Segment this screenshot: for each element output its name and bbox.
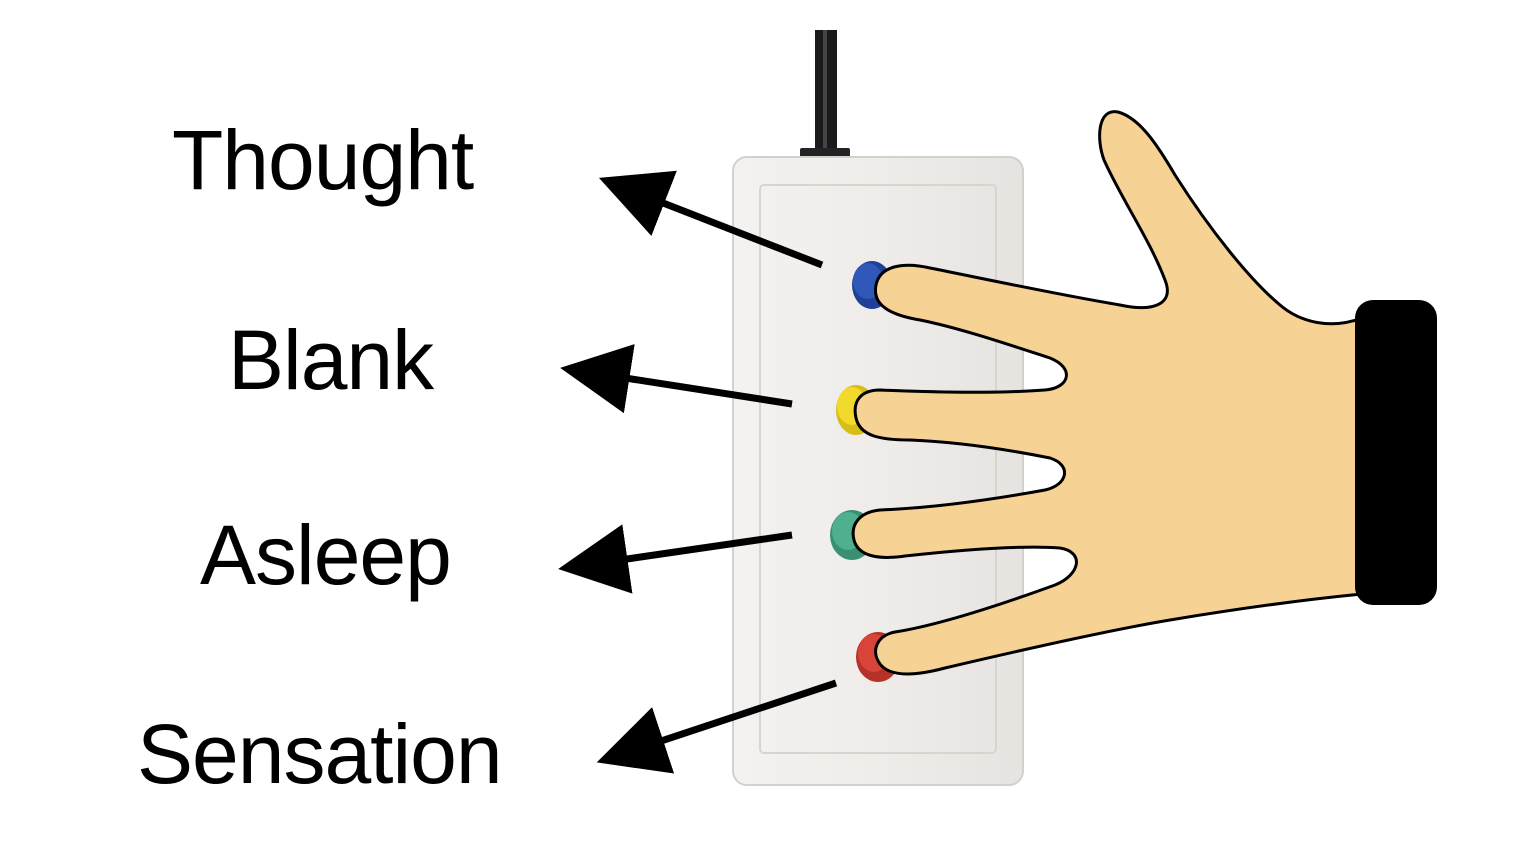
label-thought: Thought <box>172 113 474 207</box>
label-sensation: Sensation <box>137 707 503 801</box>
arrows <box>558 170 838 774</box>
hand-illustration <box>851 110 1364 676</box>
response-box-device <box>732 156 1024 786</box>
arrow-asleep <box>558 524 793 594</box>
arrow-sensation <box>596 679 838 774</box>
label-blank: Blank <box>228 313 434 407</box>
label-asleep: Asleep <box>200 508 452 602</box>
arrow-blank <box>560 344 793 414</box>
arrow-thought <box>598 170 824 269</box>
sleeve-cuff <box>1355 300 1437 605</box>
cable <box>800 30 850 160</box>
